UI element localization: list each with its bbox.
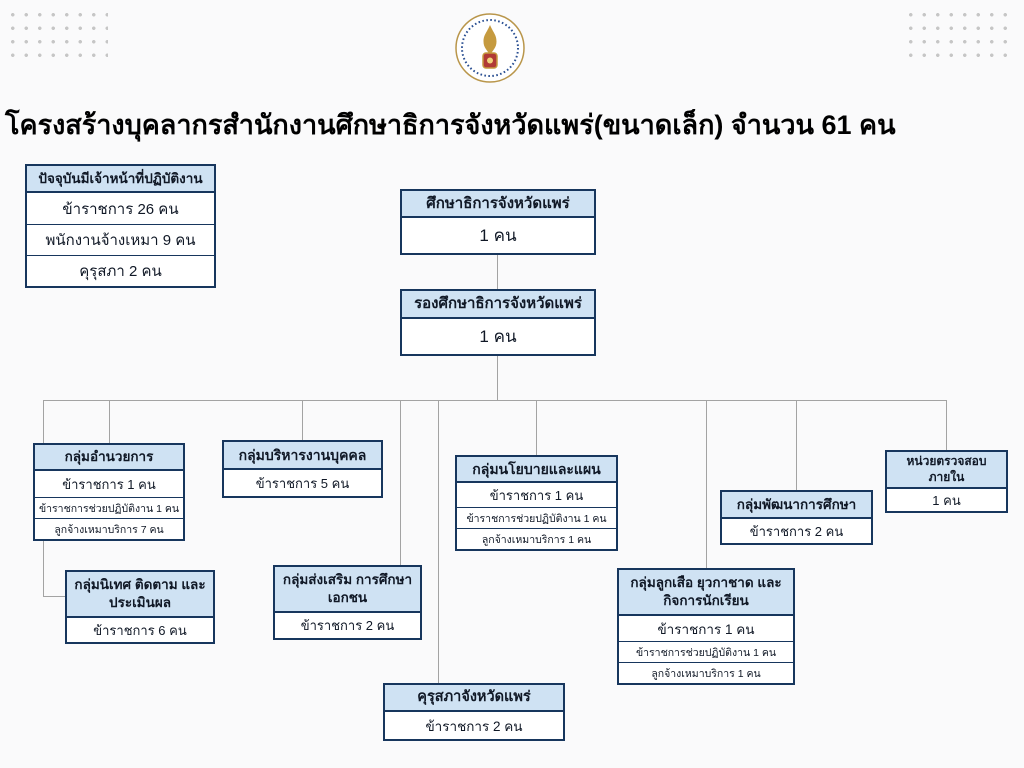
connector-line (946, 400, 947, 450)
org-box-admin-group: กลุ่มอำนวยการ ข้าราชการ 1 คน ข้าราชการช่… (33, 443, 185, 541)
org-box-row: ข้าราชการ 26 คน (62, 200, 179, 218)
connector-line (43, 596, 65, 597)
org-box-deputy: รองศึกษาธิการจังหวัดแพร่ 1 คน (400, 289, 596, 356)
org-box-row: ข้าราชการ 1 คน (657, 621, 755, 637)
org-box-row: ลูกจ้างเหมาบริการ 1 คน (457, 528, 616, 549)
connector-line (302, 400, 303, 440)
org-box-row: ลูกจ้างเหมาบริการ 7 คน (35, 518, 183, 539)
org-box-row: ลูกจ้างเหมาบริการ 1 คน (619, 662, 793, 683)
org-box-header: หน่วยตรวจสอบภายใน (887, 452, 1006, 490)
org-box-header: กลุ่มนโยบายและแผน (457, 457, 616, 483)
org-box-row: ข้าราชการ 1 คน (62, 476, 156, 492)
org-box-row: ข้าราชการ 2 คน (300, 618, 395, 633)
org-box-supervision-group: กลุ่มนิเทศ ติดตาม และประเมินผล ข้าราชการ… (65, 570, 215, 644)
org-box-row: ข้าราชการ 2 คน (425, 718, 523, 734)
org-box-header: กลุ่มลูกเสือ ยุวกาชาด และกิจการนักเรียน (619, 570, 793, 616)
decorative-dots-top-left (6, 8, 108, 64)
connector-line (706, 400, 707, 568)
org-box-khurusapha: คุรุสภาจังหวัดแพร่ ข้าราชการ 2 คน (383, 683, 565, 741)
org-box-row: พนักงานจ้างเหมา 9 คน (27, 224, 214, 255)
org-box-header: กลุ่มนิเทศ ติดตาม และประเมินผล (67, 572, 213, 618)
org-box-scout-group: กลุ่มลูกเสือ ยุวกาชาด และกิจการนักเรียน … (617, 568, 795, 685)
org-box-personnel-group: กลุ่มบริหารงานบุคคล ข้าราชการ 5 คน (222, 440, 383, 498)
org-box-header: กลุ่มอำนวยการ (35, 445, 183, 471)
org-box-row: ข้าราชการ 2 คน (749, 523, 844, 539)
org-box-header: ปัจจุบันมีเจ้าหน้าที่ปฏิบัติงาน (27, 166, 214, 193)
org-box-row: ข้าราชการช่วยปฏิบัติงาน 1 คน (457, 507, 616, 528)
seal-icon (455, 13, 525, 83)
connector-line (43, 400, 946, 401)
org-box-current-staff: ปัจจุบันมีเจ้าหน้าที่ปฏิบัติงาน ข้าราชกา… (25, 164, 216, 288)
org-box-row: ข้าราชการ 1 คน (489, 487, 584, 503)
org-box-row: ข้าราชการ 6 คน (93, 622, 187, 638)
connector-line (497, 352, 498, 400)
org-box-header: คุรุสภาจังหวัดแพร่ (385, 685, 563, 712)
org-box-row: ข้าราชการ 5 คน (255, 475, 350, 491)
connector-line (536, 400, 537, 455)
org-box-edu-dev-group: กลุ่มพัฒนาการศึกษา ข้าราชการ 2 คน (720, 490, 873, 545)
page-title: โครงสร้างบุคลากรสำนักงานศึกษาธิการจังหวั… (5, 110, 896, 140)
connector-line (796, 400, 797, 490)
org-box-row: ข้าราชการช่วยปฏิบัติงาน 1 คน (35, 497, 183, 518)
org-box-row: 1 คน (479, 327, 517, 346)
org-box-row: คุรุสภา 2 คน (27, 255, 214, 286)
office-seal-logo (454, 12, 526, 84)
connector-line (438, 400, 439, 683)
org-box-row: 1 คน (932, 492, 961, 508)
org-box-internal-audit: หน่วยตรวจสอบภายใน 1 คน (885, 450, 1008, 514)
org-box-header: ศึกษาธิการจังหวัดแพร่ (402, 191, 594, 218)
org-box-header: กลุ่มพัฒนาการศึกษา (722, 492, 871, 519)
org-box-header: กลุ่มส่งเสริม การศึกษาเอกชน (275, 567, 420, 613)
org-box-policy-group: กลุ่มนโยบายและแผน ข้าราชการ 1 คน ข้าราชก… (455, 455, 618, 551)
org-box-superintendent: ศึกษาธิการจังหวัดแพร่ 1 คน (400, 189, 596, 255)
connector-line (400, 400, 401, 565)
connector-line (497, 251, 498, 289)
connector-line (109, 400, 110, 443)
org-box-row: 1 คน (479, 226, 517, 245)
org-box-header: กลุ่มบริหารงานบุคคล (224, 442, 381, 470)
decorative-dots-top-right (904, 8, 1014, 64)
org-box-private-edu-group: กลุ่มส่งเสริม การศึกษาเอกชน ข้าราชการ 2 … (273, 565, 422, 640)
org-box-row: ข้าราชการช่วยปฏิบัติงาน 1 คน (619, 641, 793, 662)
org-box-header: รองศึกษาธิการจังหวัดแพร่ (402, 291, 594, 319)
